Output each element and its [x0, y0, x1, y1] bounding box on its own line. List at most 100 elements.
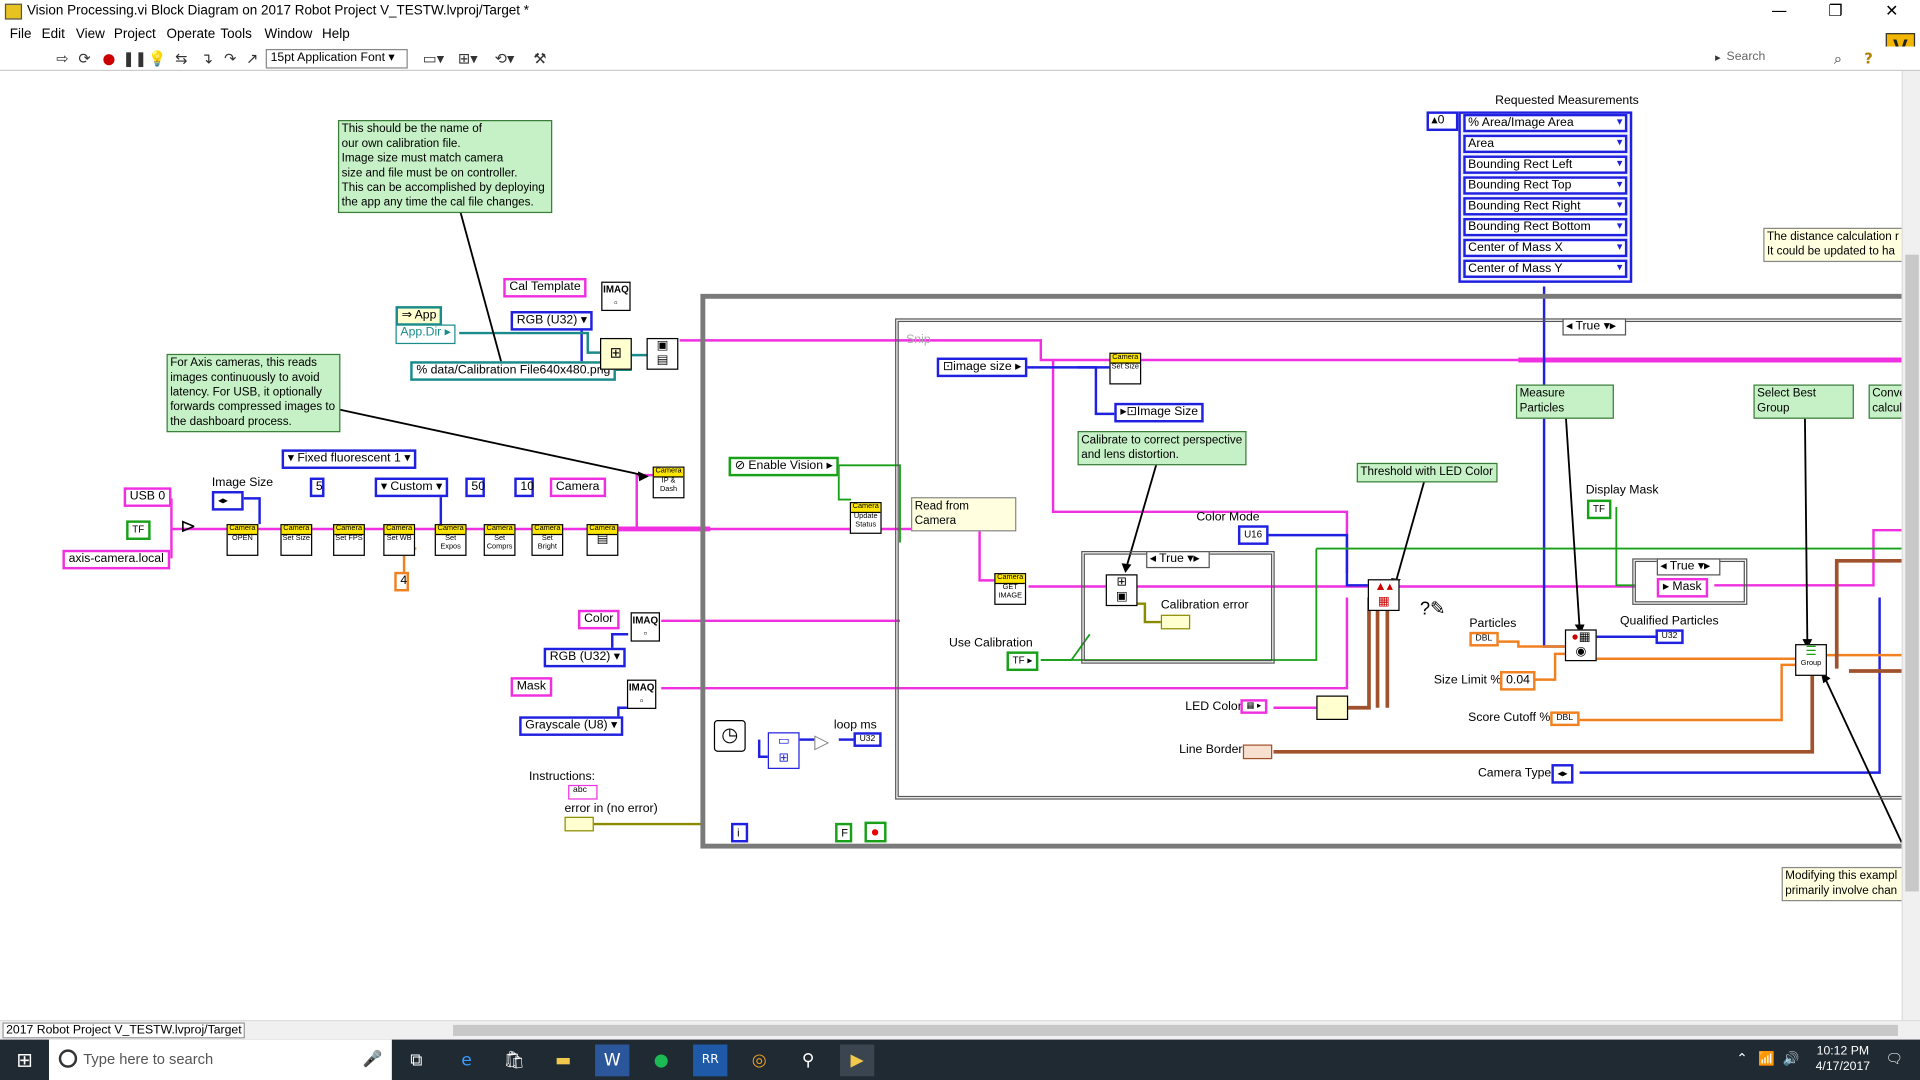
font-select[interactable]: 15pt Application Font ▾ — [265, 48, 408, 69]
use-calibration-control[interactable]: TF ▸ — [1006, 651, 1039, 672]
imaq-create-color[interactable]: IMAQ▫ — [630, 612, 661, 642]
menu-edit[interactable]: Edit — [41, 26, 65, 42]
file-explorer-icon[interactable]: ▬ — [555, 1050, 572, 1071]
rgb-u32-constant-2[interactable]: RGB (U32) ▾ — [543, 647, 627, 668]
context-help-icon[interactable]: ? — [1864, 50, 1873, 68]
line-border-control[interactable] — [1242, 744, 1273, 760]
retain-wire-values-icon[interactable]: ⇆ — [175, 50, 188, 68]
score-cutoff-control[interactable]: DBL — [1550, 711, 1580, 727]
reorder-icon[interactable]: ⟲▾ — [494, 50, 515, 68]
volume-icon[interactable]: 🔊 — [1782, 1050, 1800, 1067]
color-mode-control[interactable]: U16 — [1237, 525, 1269, 545]
error-in-cluster[interactable] — [564, 816, 594, 832]
step-out-icon[interactable]: ↗ — [246, 50, 259, 68]
measurement-ring[interactable]: % Area/Image Area — [1463, 113, 1628, 133]
distribute-objects-icon[interactable]: ⊞▾ — [457, 50, 478, 68]
constant-4[interactable]: 4 — [394, 571, 409, 592]
case-selector-true-mask[interactable]: ◂ True ▾▸ — [1656, 558, 1721, 576]
block-diagram[interactable]: ◂ True ▾▸ ◂ True ▾▸ ◂ True ▾▸ Snip This … — [0, 71, 1902, 1021]
menu-view[interactable]: View — [75, 26, 105, 42]
instructions-string[interactable]: abc — [568, 784, 598, 800]
led-color-control[interactable]: ▦ ▸ — [1240, 699, 1268, 714]
select-best-group-vi[interactable]: ☰Group — [1795, 644, 1827, 676]
search-icon[interactable]: ⌕ — [1833, 50, 1843, 68]
size-limit-constant[interactable]: 0.04 — [1500, 671, 1537, 691]
constant-50[interactable]: 50 — [465, 477, 485, 498]
measurement-ring[interactable]: Bounding Rect Left — [1463, 155, 1628, 174]
menu-tools[interactable]: Tools — [220, 26, 252, 42]
satellite-app-icon[interactable]: ⚲ — [801, 1050, 815, 1071]
axis-host-constant[interactable]: axis-camera.local — [62, 549, 170, 570]
maximize-button[interactable]: ❐ — [1828, 2, 1843, 21]
measurement-ring[interactable]: Center of Mass Y — [1463, 259, 1628, 278]
outer-case-structure[interactable] — [895, 318, 1902, 800]
grayscale-u8-constant[interactable]: Grayscale (U8) ▾ — [519, 716, 624, 736]
camera-type-control[interactable]: ◂▸ — [1551, 764, 1574, 784]
measurement-ring[interactable]: Bounding Rect Top — [1463, 176, 1628, 195]
calibration-error-indicator[interactable] — [1160, 614, 1191, 630]
wait-ms-timer[interactable]: ◷ — [713, 720, 746, 752]
cleanup-diagram-icon[interactable]: ⚒ — [533, 50, 547, 68]
imaq-create-cal-template[interactable]: IMAQ▫ — [601, 281, 631, 312]
menu-operate[interactable]: Operate — [166, 26, 216, 42]
unbundle-function[interactable] — [1316, 695, 1349, 721]
constant-10[interactable]: 10 — [514, 477, 534, 498]
search-input[interactable]: Search — [1726, 50, 1766, 64]
requested-measurements-array[interactable]: % Area/Image Area Area Bounding Rect Lef… — [1458, 111, 1633, 283]
image-size-enum[interactable]: ◂▸ — [211, 491, 244, 511]
exposure-mode-custom[interactable]: ▾ Custom ▾ — [374, 477, 449, 498]
qualified-particles-indicator[interactable]: U32 — [1655, 629, 1684, 645]
windows-start-icon[interactable]: ⊞ — [16, 1048, 33, 1072]
mask-indicator[interactable]: ▸ Mask — [1656, 577, 1708, 598]
build-path-function[interactable]: ⊞ — [600, 337, 632, 370]
taskbar-clock[interactable]: 10:12 PM 4/17/2017 — [1812, 1043, 1873, 1075]
imaq-color-threshold[interactable]: ▲▴▦ — [1367, 579, 1400, 612]
false-constant[interactable]: F — [835, 822, 853, 843]
menu-help[interactable]: Help — [322, 26, 350, 42]
subtract-function[interactable]: ▭⊞ — [767, 732, 800, 769]
app-icon[interactable]: RR — [693, 1044, 728, 1077]
camera-constant[interactable]: Camera — [549, 477, 606, 498]
task-view-icon[interactable]: ⧉ — [410, 1050, 423, 1071]
enable-vision-control[interactable]: ⊘ Enable Vision ▸ — [728, 456, 839, 477]
app-dir-property[interactable]: App.Dir ▸ — [395, 324, 456, 345]
loop-ms-indicator[interactable]: U32 — [853, 732, 882, 747]
store-icon[interactable]: 🛍 — [503, 1050, 526, 1071]
run-continuously-icon[interactable]: ⟳ — [78, 50, 91, 68]
rgb-u32-constant-1[interactable]: RGB (U32) ▾ — [510, 311, 593, 331]
step-into-icon[interactable]: ↴ — [200, 50, 214, 68]
tray-chevron-icon[interactable]: ⌃ — [1736, 1050, 1748, 1067]
menu-window[interactable]: Window — [264, 26, 313, 42]
measurement-ring[interactable]: Area — [1463, 134, 1628, 154]
step-over-icon[interactable]: ↷ — [224, 50, 237, 68]
image-size-indicator[interactable]: ▸⊡Image Size — [1114, 402, 1205, 423]
abort-icon[interactable]: ● — [102, 50, 116, 68]
chrome-icon[interactable]: ◎ — [751, 1050, 767, 1071]
constant-5[interactable]: 5 — [309, 477, 325, 498]
camera-save-reference-vi[interactable]: Camera▤ — [586, 524, 619, 556]
taskbar-search-input[interactable]: Type here to search — [48, 1039, 392, 1080]
spotify-icon[interactable]: ● — [653, 1050, 669, 1071]
edge-browser-icon[interactable]: e — [461, 1050, 472, 1071]
highlight-execution-icon[interactable]: 💡 — [148, 50, 167, 68]
imaq-create-mask[interactable]: IMAQ▫ — [626, 679, 657, 709]
imaq-correct-calibrated-image[interactable]: ⊞▣ — [1105, 574, 1138, 607]
imaq-particle-analysis[interactable]: ●▦◉ — [1564, 629, 1597, 662]
error-handler-icon[interactable]: ?✎ — [1416, 595, 1449, 627]
horizontal-scroll-thumb[interactable] — [453, 1024, 1898, 1036]
menu-file[interactable]: File — [9, 26, 32, 42]
case-selector-true-calibration[interactable]: ◂ True ▾▸ — [1146, 551, 1210, 569]
close-button[interactable]: ✕ — [1885, 2, 1899, 21]
vertical-scrollbar[interactable] — [1901, 71, 1920, 1021]
array-index[interactable]: ▴0 — [1426, 111, 1459, 132]
